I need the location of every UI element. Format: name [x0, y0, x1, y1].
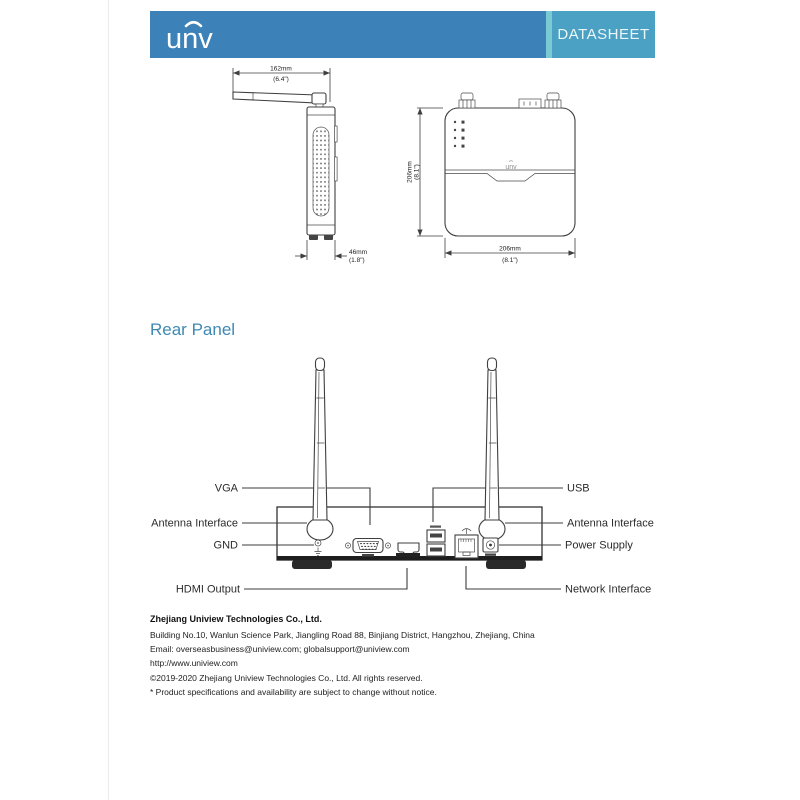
lid-logo: unv — [505, 160, 517, 171]
hdmi-connector — [396, 542, 420, 557]
label-antenna-interface-right: Antenna Interface — [567, 518, 654, 530]
datasheet-label: DATASHEET — [557, 26, 650, 43]
side-depth-mm: 46mm — [349, 249, 367, 256]
footer: Zhejiang Uniview Technologies Co., Ltd. … — [150, 614, 670, 699]
top-height-mm: 206mm — [407, 161, 414, 183]
unv-logo-text: unv — [166, 23, 213, 55]
header-bar: unv DATASHEET — [150, 11, 655, 58]
label-power-supply: Power Supply — [565, 540, 633, 552]
side-view-drawing: 162mm (6.4") 46mm (1.8 — [232, 66, 367, 264]
label-usb: USB — [567, 483, 590, 495]
footer-address: Building No.10, Wanlun Science Park, Jia… — [150, 630, 535, 640]
footer-email: Email: overseasbusiness@uniview.com; glo… — [150, 644, 410, 655]
foot — [292, 560, 332, 569]
label-antenna-interface-left: Antenna Interface — [151, 518, 238, 530]
footer-website: http://www.uniview.com — [150, 658, 238, 669]
top-antenna-mounts — [458, 92, 562, 109]
label-vga: VGA — [215, 483, 239, 495]
unv-logo-art: unv — [166, 20, 213, 55]
top-width-dimension: 206mm (8.1") — [444, 238, 576, 264]
top-height-dimension: 206mm (8.1") — [407, 107, 443, 237]
rear-panel-labels: VGA Antenna Interface GND HDMI Output US… — [151, 483, 654, 596]
power-label — [485, 553, 496, 556]
hdmi-label — [396, 553, 420, 557]
datasheet-badge: DATASHEET — [546, 11, 655, 58]
foot — [324, 235, 333, 240]
side-width-in: (6.4") — [273, 76, 289, 83]
side-antenna — [232, 91, 327, 109]
side-width-mm: 162mm — [270, 66, 292, 73]
gnd-screw — [314, 539, 322, 556]
vent-grille — [312, 126, 330, 217]
side-depth-in: (1.8") — [349, 257, 365, 264]
led-indicators — [453, 120, 465, 148]
foot — [309, 235, 318, 240]
label-hdmi-output: HDMI Output — [176, 584, 240, 596]
top-width-mm: 206mm — [499, 246, 521, 253]
side-width-dimension: 162mm (6.4") — [232, 66, 331, 102]
page-edge-line — [108, 0, 109, 800]
rear-panel-title: Rear Panel — [150, 320, 236, 339]
label-gnd: GND — [214, 540, 239, 552]
callout-lines — [242, 487, 563, 590]
chassis-bottom-band — [277, 556, 542, 561]
label-network-interface: Network Interface — [565, 584, 651, 596]
footer-disclaimer: * Product specifications and availabilit… — [150, 686, 437, 697]
antenna-left — [306, 357, 334, 541]
top-width-in: (8.1") — [502, 257, 518, 264]
side-depth-dimension: 46mm (1.8") — [295, 240, 367, 264]
antenna-right — [478, 357, 506, 541]
ethernet-port — [454, 528, 479, 559]
footer-copyright: ©2019-2020 Zhejiang Uniview Technologies… — [150, 672, 423, 683]
top-height-in: (8.1") — [414, 164, 421, 180]
foot — [486, 560, 526, 569]
lid-groove — [445, 169, 575, 182]
vga-connector — [345, 537, 391, 557]
top-body-outline — [444, 107, 576, 237]
top-rear-port — [518, 98, 542, 109]
lid-logo-text: unv — [505, 164, 517, 171]
top-view-drawing: unv 206mm (8.1") 206mm (8.1") — [407, 92, 576, 264]
rear-panel-diagram: VGA Antenna Interface GND HDMI Output US… — [151, 357, 654, 596]
footer-company: Zhejiang Uniview Technologies Co., Ltd. — [150, 614, 322, 624]
side-body — [306, 106, 338, 240]
unv-logo-arc-icon — [184, 20, 203, 28]
power-jack — [482, 537, 499, 556]
vga-label — [362, 554, 374, 557]
usb-ports — [426, 525, 446, 557]
